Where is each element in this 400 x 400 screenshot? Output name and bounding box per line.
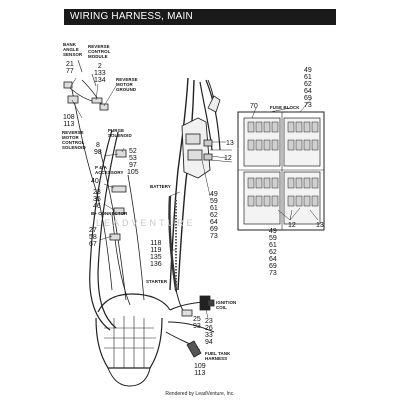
callout-25: 25 <box>193 316 201 323</box>
callout-49-bottom: 49 <box>269 228 277 235</box>
battery-caption: BATTERY <box>150 184 171 189</box>
callout-109: 109 <box>194 363 206 370</box>
leader-lines <box>69 77 319 351</box>
mid-numbers: 49 59 61 62 64 69 73 <box>210 191 218 240</box>
callout-105: 105 <box>127 169 139 176</box>
callout-67: 67 <box>89 241 97 248</box>
callout-64-bottom: 64 <box>269 256 277 263</box>
callout-53: 53 <box>128 155 137 162</box>
callout-26: 26 <box>205 325 213 332</box>
reverse-motor-ground-caption: REVERSE MOTOR GROUND <box>116 77 138 92</box>
callout-28: 28 <box>93 189 101 196</box>
callout-64-mid: 64 <box>210 219 218 226</box>
callout-73-top: 73 <box>304 102 312 109</box>
callout-33: 33 <box>205 332 213 339</box>
callout-69-top: 69 <box>304 95 312 102</box>
fuse-top-numbers: 49 61 62 64 69 73 <box>304 67 312 109</box>
callout-113: 113 <box>63 121 75 128</box>
callout-73-bottom: 73 <box>269 270 277 277</box>
callout-2: 2 <box>97 63 102 70</box>
callout-49-mid: 49 <box>210 191 218 198</box>
reverse-control-module-numbers: 2 133 134 <box>94 63 106 84</box>
purge-solenoid-numbers: 8 98 <box>94 142 102 156</box>
lower-left-numbers: 27 58 67 <box>89 227 97 248</box>
b-plus-connector-caption: B+ CONNECTOR <box>91 211 128 216</box>
diagram-title: WIRING HARNESS, MAIN <box>64 9 336 25</box>
callout-118: 118 <box>150 240 162 247</box>
bottom-numbers: 49 59 61 62 64 69 73 <box>269 228 277 277</box>
callout-27: 27 <box>89 227 97 234</box>
callout-119: 119 <box>150 247 162 254</box>
purge-right-numbers: 52 53 97 105 <box>127 148 139 176</box>
callout-98: 98 <box>94 149 102 156</box>
callout-134: 134 <box>94 77 106 84</box>
callout-70: 70 <box>250 103 258 110</box>
starter-caption: STARTER <box>146 279 168 284</box>
callout-62-top: 62 <box>304 81 312 88</box>
callout-62-mid: 62 <box>210 212 218 219</box>
callout-13-top: 13 <box>226 140 234 147</box>
callout-58: 58 <box>89 234 97 241</box>
reverse-solenoid-numbers: 108 113 <box>63 114 75 128</box>
fuel-tank-harness <box>165 331 202 358</box>
ignition-coil-connector <box>199 295 215 311</box>
callout-21: 21 <box>66 61 74 68</box>
callout-46: 46 <box>93 203 101 210</box>
callout-23: 23 <box>205 318 213 325</box>
callout-12-mid: 12 <box>224 155 232 162</box>
fuel-tank-harness-caption: FUEL TANK HARNESS <box>205 351 231 361</box>
callout-61-mid: 61 <box>210 205 218 212</box>
callout-62-bottom: 62 <box>269 249 277 256</box>
callout-35: 35 <box>93 196 101 203</box>
small-connectors <box>63 59 127 241</box>
fuse-block-caption: FUSE BLOCK <box>270 105 300 110</box>
callout-61-bottom: 61 <box>269 242 277 249</box>
callout-8: 8 <box>95 142 100 149</box>
battery-cable <box>168 195 178 292</box>
coil-right-numbers: 23 26 33 94 <box>205 318 213 346</box>
callout-69-bottom: 69 <box>269 263 277 270</box>
callout-59-mid: 59 <box>210 198 218 205</box>
callout-64-top: 64 <box>304 88 312 95</box>
purge-solenoid-caption: PURGE SOLENOID <box>108 128 132 138</box>
battery-numbers: 118 119 135 136 <box>150 240 162 268</box>
fuse-block-panel <box>237 111 325 231</box>
coil-left-numbers: 25 93 <box>193 316 201 330</box>
frame-bracket <box>181 95 233 179</box>
callout-49-top: 49 <box>304 67 312 74</box>
callout-69-mid: 69 <box>210 226 218 233</box>
callout-135: 135 <box>150 254 162 261</box>
callout-59-bottom: 59 <box>269 235 277 242</box>
callout-52: 52 <box>128 148 137 155</box>
callout-12-fuse: 12 <box>288 222 296 229</box>
callout-113-fuel: 113 <box>194 370 206 377</box>
callout-97: 97 <box>128 162 137 169</box>
callout-40: 40 <box>91 178 99 185</box>
callout-94: 94 <box>205 339 213 346</box>
callout-61-top: 61 <box>304 74 312 81</box>
callout-13-fuse: 13 <box>316 222 324 229</box>
bank-angle-sensor-numbers: 21 77 <box>66 61 74 75</box>
ignition-coil-caption: IGNITION COIL <box>216 300 237 310</box>
callout-77: 77 <box>66 68 74 75</box>
bank-angle-sensor-caption: BANK ANGLE SENSOR <box>63 42 83 57</box>
reverse-motor-control-solenoid-caption: REVERSE MOTOR CONTROL SOLENOID <box>62 130 86 150</box>
callout-108: 108 <box>63 114 75 121</box>
reverse-control-module-caption: REVERSE CONTROL MODULE <box>88 44 111 59</box>
starter-connector <box>175 289 193 317</box>
callout-73-mid: 73 <box>210 233 218 240</box>
callout-93: 93 <box>193 323 201 330</box>
footer-credit: Rendered by LeadVenture, Inc. <box>165 391 235 397</box>
callout-136: 136 <box>150 261 162 268</box>
callout-133: 133 <box>94 70 106 77</box>
p-and-a-accessory-caption: P & A ACCESSORY <box>95 165 124 175</box>
watermark: LEADVENTURE <box>96 218 196 228</box>
fuel-tank-harness-numbers: 109 113 <box>194 363 206 377</box>
b-connector-numbers: 28 35 46 <box>93 189 101 210</box>
